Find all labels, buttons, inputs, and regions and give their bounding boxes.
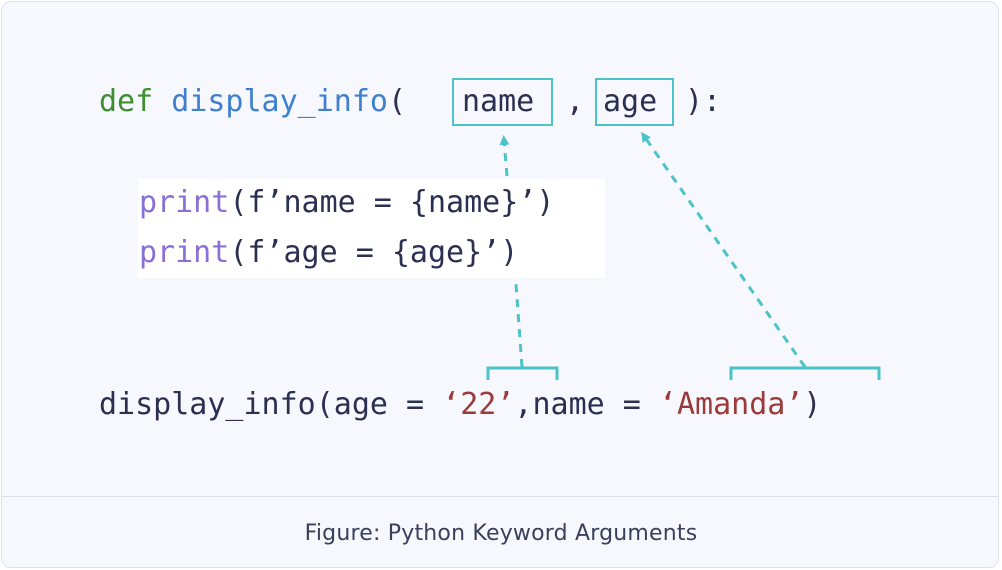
bracket-name-value bbox=[729, 366, 881, 380]
param-name: name bbox=[462, 84, 535, 119]
call-prefix: display_info(age = bbox=[99, 387, 443, 422]
def-close: ): bbox=[685, 84, 722, 119]
print-args: (f’age = {age}’) bbox=[229, 235, 519, 270]
code-diagram: def display_info( name , age ): print(f’… bbox=[2, 2, 998, 496]
print-line-name: print(f’name = {name}’) bbox=[139, 185, 554, 221]
def-line: def display_info( bbox=[99, 84, 406, 120]
print-args: (f’name = {name}’) bbox=[229, 185, 555, 220]
arrow-amanda-to-age-param bbox=[641, 131, 807, 368]
def-keyword: def bbox=[99, 84, 154, 119]
print-keyword: print bbox=[139, 235, 230, 270]
caption-bar: Figure: Python Keyword Arguments bbox=[2, 496, 998, 567]
print-keyword: print bbox=[139, 185, 230, 220]
call-suffix: ) bbox=[803, 387, 822, 422]
function-body-highlight bbox=[138, 179, 605, 278]
param-name-box bbox=[452, 78, 553, 126]
arg-age-value: ‘22’ bbox=[442, 387, 515, 422]
bracket-age-value bbox=[486, 366, 559, 380]
call-line: display_info(age = ‘22’,name = ‘Amanda’) bbox=[99, 387, 821, 423]
arrow-22-to-name-param bbox=[514, 283, 524, 368]
param-age: age bbox=[603, 84, 658, 119]
param-comma: , bbox=[566, 84, 585, 119]
arg-name-value: ‘Amanda’ bbox=[658, 387, 804, 422]
param-age-box bbox=[595, 78, 674, 126]
connector-overlay bbox=[486, 131, 881, 380]
function-name: display_info bbox=[171, 84, 388, 119]
arrow-segment-upper bbox=[499, 135, 510, 177]
print-line-age: print(f’age = {age}’) bbox=[139, 235, 518, 271]
open-paren: ( bbox=[388, 84, 407, 119]
call-middle: ,name = bbox=[514, 387, 659, 422]
figure-caption: Figure: Python Keyword Arguments bbox=[304, 520, 698, 546]
